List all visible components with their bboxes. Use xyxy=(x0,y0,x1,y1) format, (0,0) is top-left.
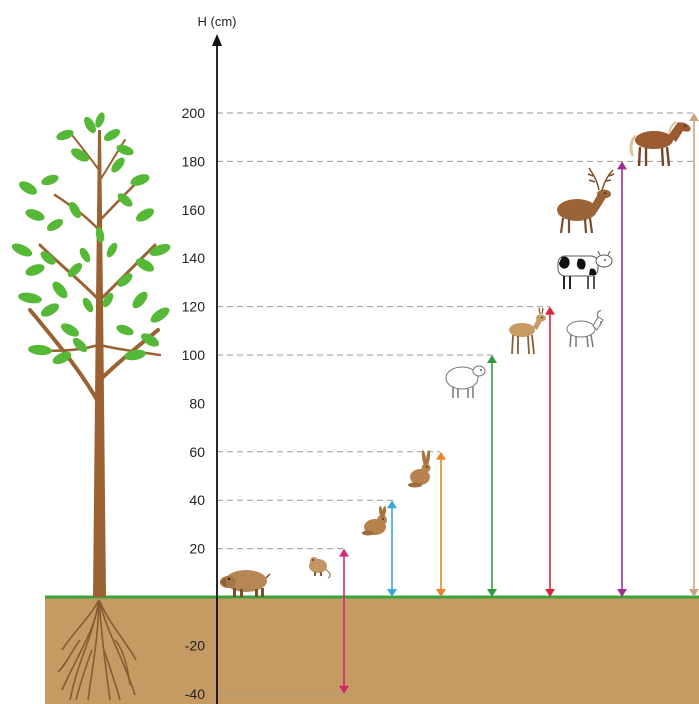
arrow-head xyxy=(689,589,699,597)
tick-label: 140 xyxy=(182,250,206,266)
red-deer-icon xyxy=(557,167,615,234)
reference-lines xyxy=(217,112,695,695)
tick-label: 40 xyxy=(189,492,205,508)
tick-label: -20 xyxy=(185,637,205,653)
height-axis: H (cm) xyxy=(198,14,237,704)
tick-labels: 200 180 160 140 120 100 80 60 40 20 -20 -40 xyxy=(182,105,206,702)
cow-icon xyxy=(557,250,613,289)
arrow-head xyxy=(339,685,349,694)
tick-label: 20 xyxy=(189,541,205,557)
sheep-icon xyxy=(445,365,486,398)
tick-label: 120 xyxy=(182,299,206,315)
horse-icon xyxy=(629,121,691,167)
height-arrows xyxy=(339,113,699,694)
vole-icon xyxy=(309,557,331,579)
arrow-head xyxy=(387,589,397,597)
arrow-head xyxy=(436,589,446,597)
soil xyxy=(45,597,699,704)
boar-icon xyxy=(220,570,271,597)
tree-icon xyxy=(11,112,171,701)
tick-label: 200 xyxy=(182,105,206,121)
tick-label: 60 xyxy=(189,444,205,460)
arrow-head xyxy=(545,306,555,315)
arrow-head xyxy=(339,548,349,557)
hare-icon xyxy=(408,450,431,488)
roe-deer-icon xyxy=(509,307,546,355)
arrow-head xyxy=(545,589,555,597)
tick-label: 160 xyxy=(182,202,206,218)
tick-label: 80 xyxy=(189,395,205,411)
arrow-head xyxy=(617,589,627,597)
tick-label: -40 xyxy=(185,686,205,702)
arrow-head xyxy=(689,113,699,121)
rabbit-icon xyxy=(362,506,387,536)
arrow-head xyxy=(387,500,397,509)
goat-icon xyxy=(566,310,604,348)
arrow-head xyxy=(487,355,497,363)
tick-label: 180 xyxy=(182,153,206,169)
arrow-head xyxy=(436,451,446,460)
arrow-head xyxy=(617,161,627,170)
axis-title: H (cm) xyxy=(198,14,237,29)
tick-label: 100 xyxy=(182,347,206,363)
arrow-head xyxy=(487,589,497,597)
